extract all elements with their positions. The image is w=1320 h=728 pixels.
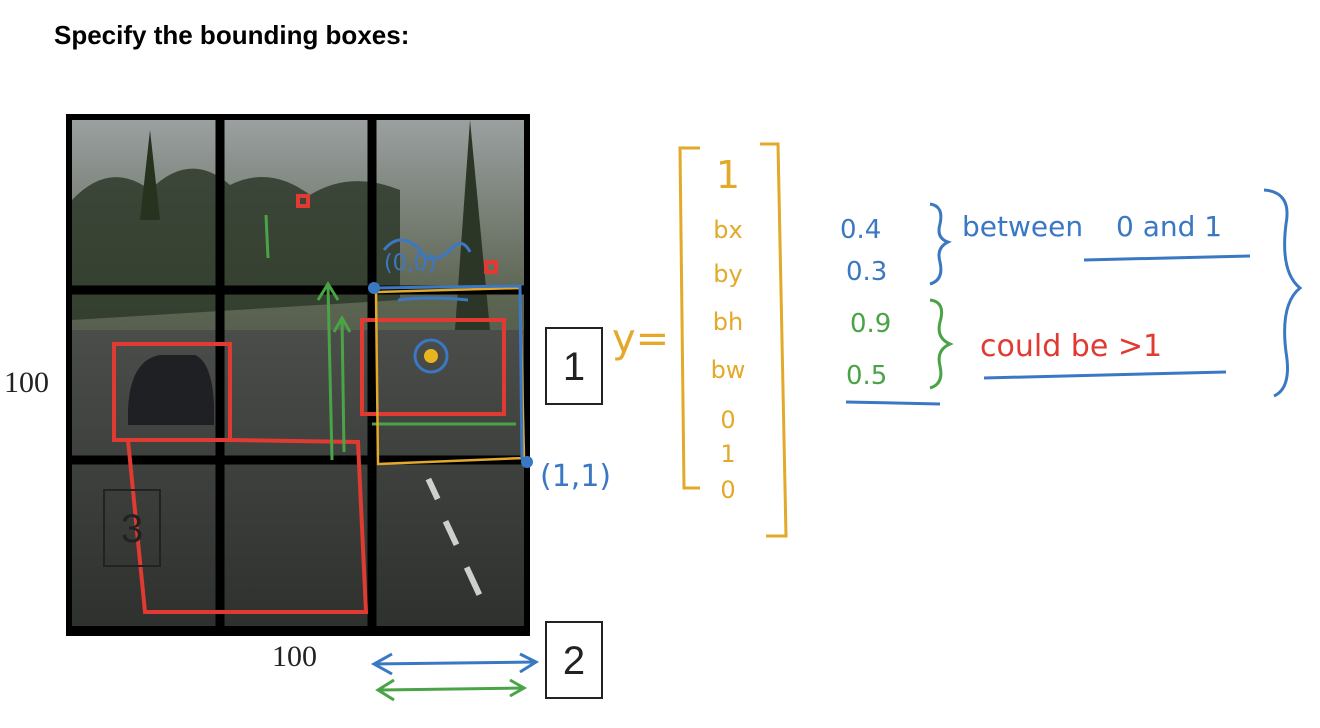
grid-width-label: 100 [272, 640, 317, 673]
vector-entry-pc: 1 [716, 153, 740, 197]
value-bw: 0.5 [846, 361, 887, 391]
value-by: 0.3 [846, 257, 887, 287]
vector-lhs: y= [612, 316, 669, 362]
bw-underline [845, 400, 941, 406]
vector-entry-c1: 0 [720, 406, 735, 434]
vector-left-bracket [678, 146, 700, 490]
vector-entries: 1 bx by bh bw 0 1 0 [711, 153, 746, 504]
box-label-3-text: 3 [121, 507, 143, 551]
vector-entry-bx: bx [713, 216, 742, 244]
note-range: 0 and 1 [1116, 210, 1222, 243]
vector-entry-bh: bh [713, 308, 743, 336]
width-arrows [370, 652, 540, 702]
brace-hw [929, 298, 954, 390]
road-photo [66, 114, 530, 636]
page-title: Specify the bounding boxes: [54, 20, 410, 50]
value-bx: 0.4 [840, 215, 881, 245]
top-left-corner-dot [368, 282, 380, 294]
center-point-dot [424, 349, 438, 363]
box-label-1: 1 [545, 327, 603, 405]
green-height-arrows [264, 214, 516, 461]
range-underline [1083, 254, 1251, 262]
vector-entry-c2: 1 [720, 440, 735, 468]
bbox-values: 0.4 0.3 0.9 0.5 [840, 215, 891, 391]
red-bounding-boxes [112, 194, 506, 614]
blue-cell-markers [375, 238, 524, 461]
right-brace [1263, 188, 1303, 398]
value-bh: 0.9 [850, 309, 891, 339]
corner-label-bottom-right: (1,1) [540, 459, 611, 494]
brace-xy [929, 202, 952, 286]
could-be-underline [983, 370, 1227, 380]
vector-right-bracket [760, 142, 788, 538]
box-label-1-text: 1 [563, 345, 585, 389]
vector-entry-by: by [713, 260, 742, 288]
box-label-2-text: 2 [563, 639, 585, 683]
corner-label-top-left: (0,0) [384, 251, 436, 276]
note-could-be: could be >1 [980, 329, 1162, 364]
vector-entry-c3: 0 [720, 476, 735, 504]
note-between: between [962, 210, 1083, 243]
grid-height-label: 100 [4, 366, 49, 399]
box-label-3: 3 [103, 489, 161, 567]
bottom-right-corner-dot [521, 456, 533, 468]
vector-entry-bw: bw [711, 356, 746, 384]
box-label-2: 2 [545, 621, 603, 699]
